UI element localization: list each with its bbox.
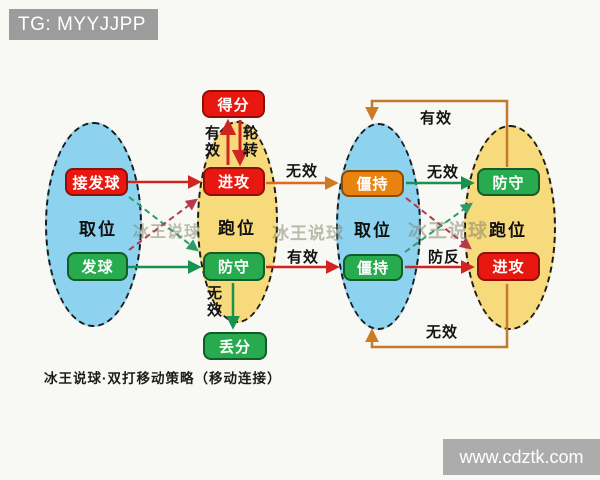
diagram-caption: 冰王说球·双打移动策略（移动连接）: [44, 371, 282, 386]
edge-label-ineffective-loop: 无效: [426, 324, 459, 341]
phase-label-running-left: 跑位: [218, 219, 256, 238]
ellipse-positioning-left: [45, 122, 142, 327]
node-serve: 发球: [67, 252, 128, 281]
telegram-badge: TG: MYYJJPP: [9, 9, 158, 40]
watermark-text: 冰王说球: [133, 224, 202, 241]
edge-label-ineffective-right: 无效: [427, 164, 460, 181]
phase-label-positioning-right: 取位: [354, 221, 392, 240]
edge-label-ineffective-mid: 无效: [286, 163, 319, 180]
node-defend-left: 防守: [203, 252, 265, 281]
edge-label-counter-attack: 防反: [428, 249, 461, 266]
edge-label-effective-up: 有效: [205, 125, 221, 159]
edge-label-rotate-down: 轮转: [243, 125, 259, 159]
node-receive-serve: 接发球: [65, 168, 128, 196]
telegram-handle: TG: MYYJJPP: [18, 13, 146, 35]
watermark-text: 冰王说球: [272, 224, 344, 243]
node-attack-right: 进攻: [477, 252, 540, 281]
phase-label-running-right: 跑位: [489, 221, 527, 240]
node-attack-left: 进攻: [203, 167, 265, 196]
node-stalemate-bottom: 僵持: [343, 254, 403, 281]
node-score-point: 得分: [202, 90, 265, 118]
edge-label-effective-loop: 有效: [420, 110, 453, 127]
watermark-text: 冰王说球: [408, 221, 489, 242]
phase-label-positioning-left: 取位: [79, 220, 117, 239]
edge-label-ineffective-down: 无效: [207, 285, 223, 319]
node-stalemate-top: 僵持: [341, 170, 404, 197]
node-lose-point: 丢分: [203, 332, 267, 360]
edge-label-effective-mid: 有效: [287, 249, 320, 266]
site-watermark-badge: www.cdztk.com: [443, 439, 600, 475]
node-defend-right: 防守: [477, 168, 540, 196]
site-url: www.cdztk.com: [459, 446, 584, 467]
